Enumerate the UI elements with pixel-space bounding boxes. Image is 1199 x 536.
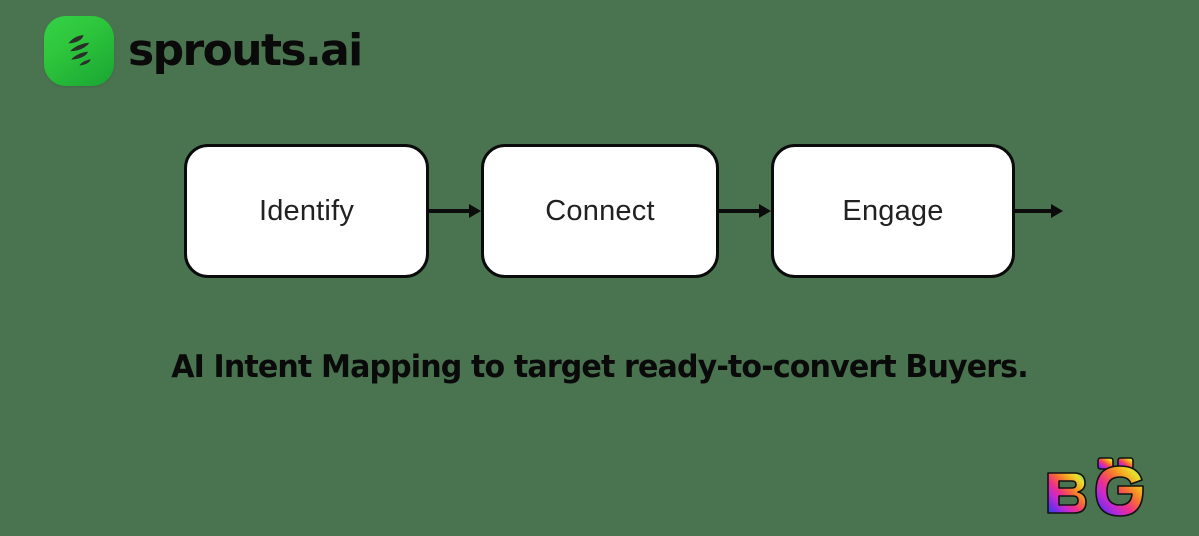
flow-node-label: Connect xyxy=(545,194,655,227)
arrow-right-icon-1 xyxy=(429,204,481,218)
process-flow-diagram: Identify Connect Engage xyxy=(0,144,1199,280)
flow-node-engage[interactable]: Engage xyxy=(771,144,1015,278)
arrow-shaft xyxy=(1015,209,1051,213)
flow-node-connect[interactable]: Connect xyxy=(481,144,719,278)
brand-lockup: sprouts.ai xyxy=(44,16,363,86)
brand-wordmark: sprouts.ai xyxy=(128,25,363,76)
flow-node-label: Identify xyxy=(258,194,355,227)
flow-node-identify[interactable]: Identify xyxy=(184,144,429,278)
caption-text: AI Intent Mapping to target ready-to-con… xyxy=(171,349,1028,385)
arrow-head xyxy=(1051,204,1063,218)
arrow-head xyxy=(469,204,481,218)
sprouts-logo-mark xyxy=(44,16,114,86)
flow-node-label: Engage xyxy=(842,194,944,227)
arrow-right-icon-2 xyxy=(719,204,771,218)
arrow-head xyxy=(759,204,771,218)
arrow-right-icon-3 xyxy=(1015,204,1063,218)
arrow-shaft xyxy=(719,209,759,213)
bg-watermark xyxy=(1042,455,1150,519)
bg-rainbow-logo-icon xyxy=(1042,455,1150,519)
arrow-shaft xyxy=(429,209,469,213)
sprouts-leaf-icon xyxy=(58,30,100,72)
